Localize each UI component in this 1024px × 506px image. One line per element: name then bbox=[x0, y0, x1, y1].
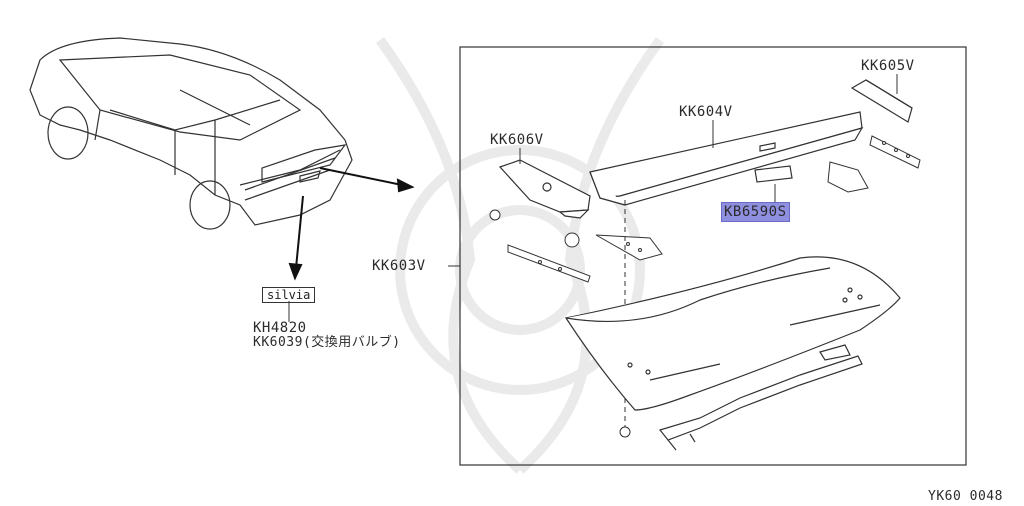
bracket-kk605v bbox=[850, 79, 913, 123]
label-kk6039[interactable]: KK6039(交換用バルブ) bbox=[253, 335, 401, 350]
label-kk603v[interactable]: KK603V bbox=[372, 258, 426, 274]
arrow-to-emblem bbox=[288, 195, 304, 281]
label-kk605v[interactable]: KK605V bbox=[861, 58, 915, 74]
nut-icon bbox=[619, 426, 631, 438]
arrow-to-spoiler bbox=[319, 167, 415, 193]
right-brackets bbox=[827, 135, 921, 193]
pad-kb6590s bbox=[754, 165, 793, 183]
spoiler-kk604v bbox=[589, 111, 864, 206]
hardware-parts bbox=[489, 209, 663, 283]
label-kb6590s[interactable]: KB6590S bbox=[721, 202, 790, 222]
label-kk604v[interactable]: KK604V bbox=[679, 104, 733, 120]
parts-box bbox=[459, 46, 967, 466]
diagram-code: YK60 0048 bbox=[928, 489, 1003, 504]
label-kk606v[interactable]: KK606V bbox=[490, 132, 544, 148]
label-kh4820[interactable]: KH4820 bbox=[253, 320, 307, 336]
trunk-lid-kk603v bbox=[565, 256, 901, 411]
endcap-kk606v bbox=[498, 159, 591, 219]
emblem-badge: silvia bbox=[262, 287, 316, 303]
watermark-logo bbox=[375, 37, 665, 474]
car-illustration bbox=[29, 37, 353, 230]
hinge-parts bbox=[658, 344, 863, 451]
